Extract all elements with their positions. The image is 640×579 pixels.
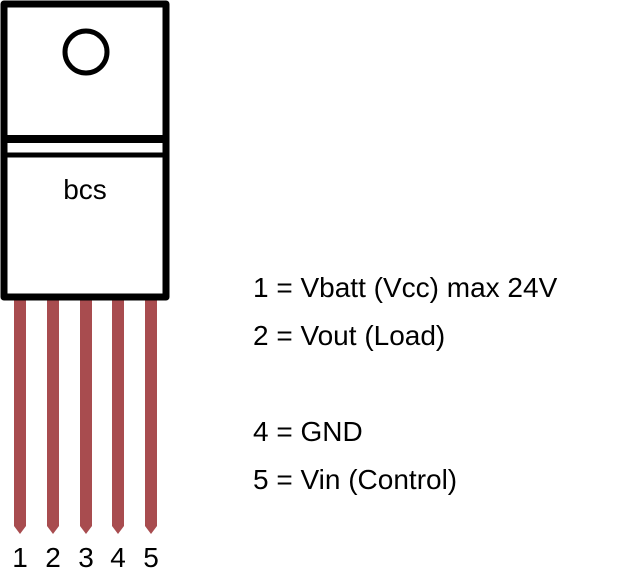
legend-pin-1: 1 = Vbatt (Vcc) max 24V	[253, 272, 558, 303]
pin-number-label: 4	[110, 542, 126, 573]
pin-5	[145, 298, 157, 534]
pin-number-label: 1	[12, 542, 28, 573]
mounting-hole	[62, 28, 110, 76]
legend-pin-2: 2 = Vout (Load)	[253, 320, 446, 351]
pin-number-label: 3	[78, 542, 94, 573]
pin-4	[112, 298, 124, 534]
pin-number-label: 2	[45, 542, 61, 573]
legend-pin-5: 5 = Vin (Control)	[253, 464, 458, 495]
pins	[14, 298, 157, 534]
pin-1	[14, 298, 26, 534]
pin-3	[80, 298, 92, 534]
package-label: bcs	[63, 174, 107, 205]
pin-number-label: 5	[143, 542, 159, 573]
package-body	[0, 0, 170, 301]
pin-2	[47, 298, 59, 534]
legend-pin-4: 4 = GND	[253, 416, 363, 447]
